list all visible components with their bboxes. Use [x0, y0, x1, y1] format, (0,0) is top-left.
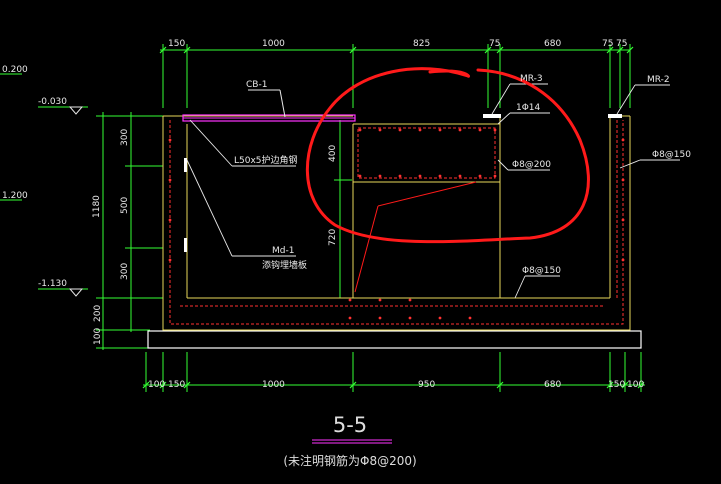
cover-plate-cb1 — [182, 89, 356, 122]
dim-bottom-6: 150 — [608, 380, 625, 390]
vent-mr2 — [608, 114, 622, 118]
label-rebar-d8-200: Φ8@200 — [512, 160, 551, 170]
label-mr2: MR-2 — [647, 75, 670, 85]
dim-left-200: 200 — [93, 305, 103, 322]
dimension-ticks — [142, 46, 645, 389]
elevation-markers — [68, 106, 84, 297]
dim-top-6: 75 — [602, 39, 613, 49]
dim-bottom-1: 100 — [148, 380, 165, 390]
label-cb1: CB-1 — [246, 80, 267, 90]
label-rebar-1d14: 1Φ14 — [516, 103, 541, 113]
red-markup-hatch — [377, 181, 477, 207]
vent-mr3 — [483, 114, 501, 118]
label-mr3: MR-3 — [520, 74, 543, 84]
elevation-partial-mid: 1.200 — [2, 191, 28, 201]
section-note: (未注明钢筋为Φ8@200) — [283, 453, 416, 468]
dim-top-1: 150 — [168, 39, 185, 49]
embedded-plate-lower — [184, 238, 187, 252]
red-markup-diagonal — [354, 205, 379, 293]
elevation-minus-1130: -1.130 — [38, 279, 67, 289]
leader-lines — [186, 83, 680, 299]
dim-top-7: 75 — [616, 39, 627, 49]
dim-top-2: 1000 — [262, 39, 285, 49]
dim-bottom-2: 150 — [168, 380, 185, 390]
rebar-lines — [169, 120, 624, 325]
dim-bottom-5: 680 — [544, 380, 561, 390]
left-dimension-labels: 300 500 300 200 100 1180 400 720 — [92, 129, 338, 345]
section-title: 5-5 — [333, 413, 367, 437]
label-angle-steel: L50x5护边角钢 — [234, 154, 298, 166]
base-slab — [147, 330, 642, 349]
dim-left-100: 100 — [93, 328, 103, 345]
top-dimension-labels: 150 1000 825 75 680 75 75 — [168, 39, 627, 49]
bottom-dimension-labels: 100 150 1000 950 680 150 100 — [148, 380, 644, 390]
elevation-partial-top: 0.200 — [2, 65, 28, 75]
dim-top-5: 680 — [544, 39, 561, 49]
dim-left-500: 500 — [120, 197, 130, 214]
dim-bottom-7: 100 — [627, 380, 644, 390]
drawing-title: 5-5 (未注明钢筋为Φ8@200) — [283, 413, 416, 468]
dim-top-3: 825 — [413, 39, 430, 49]
dim-top-4: 75 — [489, 39, 500, 49]
dim-left-1180: 1180 — [92, 195, 102, 218]
dim-inner-400: 400 — [328, 145, 338, 162]
dim-left-300-top: 300 — [120, 129, 130, 146]
rebar-dots — [168, 128, 625, 320]
dim-bottom-3: 1000 — [262, 380, 285, 390]
elevation-minus-0030: -0.030 — [38, 97, 67, 107]
dim-bottom-4: 950 — [418, 380, 435, 390]
concrete-outline — [162, 115, 631, 331]
dim-left-300-bottom: 300 — [120, 263, 130, 280]
embedded-plate-upper — [184, 158, 187, 172]
elevation-labels: 0.200 1.200 -0.030 -1.130 — [2, 65, 67, 289]
label-rebar-d8-150-bottom: Φ8@150 — [522, 266, 561, 276]
label-md1: Md-1 — [272, 246, 294, 256]
red-markup — [305, 67, 590, 244]
dim-inner-720: 720 — [328, 229, 338, 246]
label-rebar-d8-150-right: Φ8@150 — [652, 150, 691, 160]
label-md1-desc: 添钩埋墙板 — [262, 259, 307, 271]
callout-labels: CB-1 L50x5护边角钢 Md-1 添钩埋墙板 MR-3 MR-2 1Φ14… — [234, 74, 691, 276]
